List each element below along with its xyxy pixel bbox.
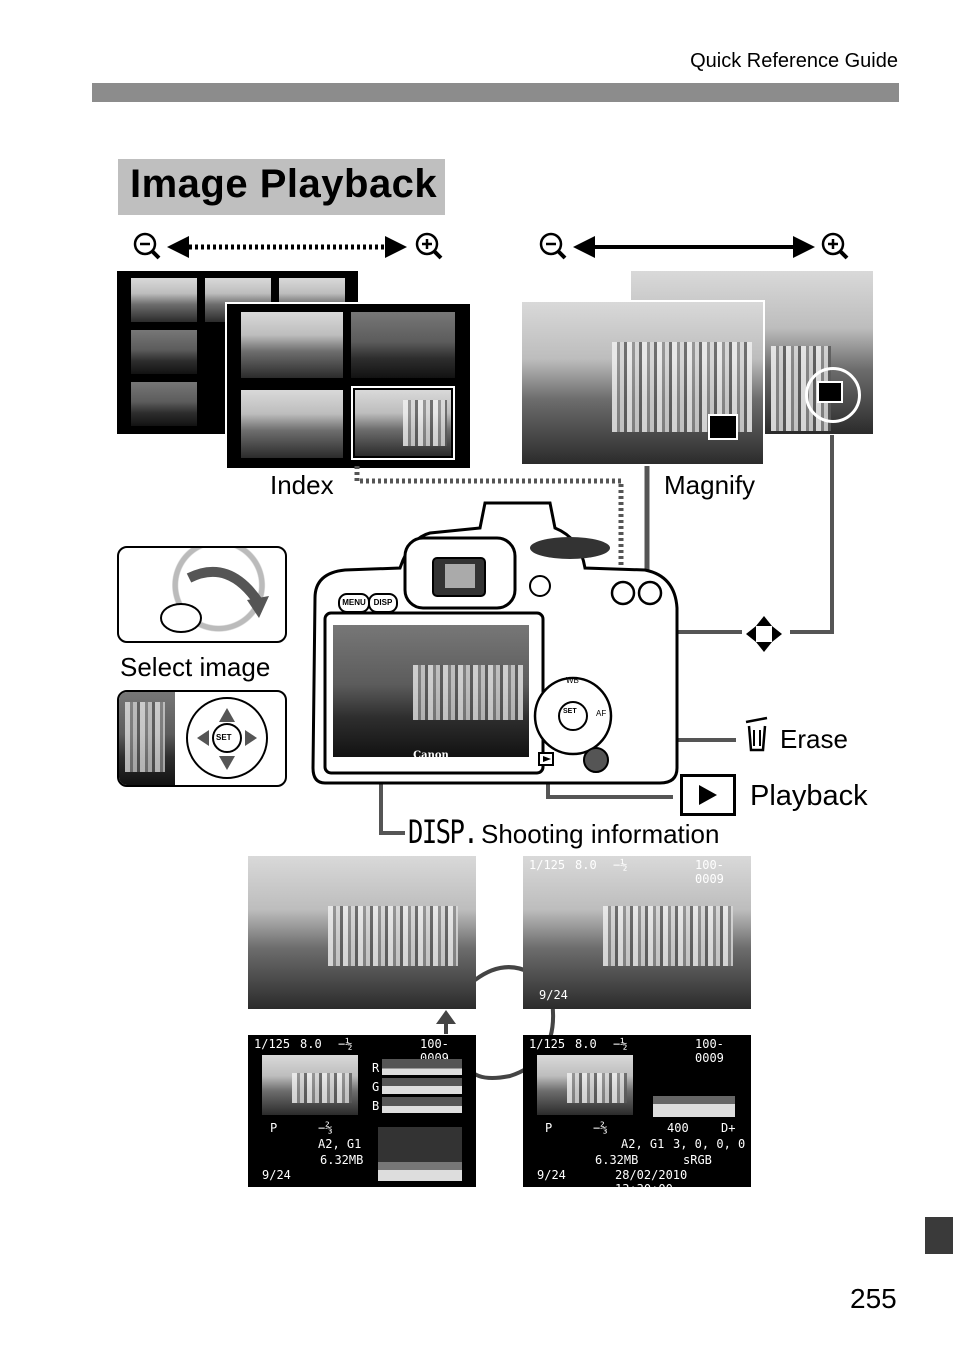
page-number: 255 (850, 1283, 897, 1314)
iso-value: 400 (667, 1121, 689, 1135)
shutter-value: 1/125 (529, 1037, 566, 1051)
screen-no-info (248, 856, 476, 1009)
picture-style: 3, 0, 0, 0 (673, 1137, 746, 1151)
color-space: sRGB (683, 1153, 712, 1167)
screen-basic-info: 1/125 8.0 −½ 100-0009 9/24 (523, 856, 751, 1009)
magnify-position-indicator (805, 367, 861, 423)
red-histogram (382, 1059, 462, 1075)
folder-file: 100-0009 (695, 858, 724, 886)
file-size: 6.32MB (320, 1153, 364, 1167)
index-zoom-arrow (133, 232, 443, 260)
af-key-label: AF (596, 709, 607, 718)
frame-count: 9/24 (262, 1168, 291, 1182)
highlight-tone: D+ (721, 1121, 736, 1135)
wb-shift: A2, G1 (621, 1137, 665, 1151)
magnify-plus-icon (821, 232, 849, 260)
label-select-image: Select image (120, 652, 271, 682)
label-shooting-info: Shooting information (481, 819, 720, 849)
magnify-minus-icon (133, 232, 161, 260)
file-size: 6.32MB (595, 1153, 639, 1167)
frame-count: 9/24 (537, 1168, 566, 1182)
cross-keys-icon (746, 616, 782, 652)
magnify-minus-icon (539, 232, 567, 260)
cross-keys-illustration: SET (117, 690, 287, 787)
wb-key-label: WB (566, 676, 579, 685)
date-time: 28/02/2010 13:30:00 (615, 1168, 688, 1196)
index-4-grid (225, 302, 472, 470)
screen-histogram-info: 1/125 8.0 −½ 100-0009 R G B P −⅔ A2, G1 … (248, 1035, 476, 1187)
exposure-comp: −½ (338, 1037, 353, 1051)
folder-file: 100-0009 (695, 1037, 724, 1065)
frame-count: 9/24 (539, 988, 568, 1002)
brightness-histogram (653, 1065, 735, 1117)
camera-brand: Canon (413, 750, 449, 761)
flash-comp: −⅔ (318, 1121, 333, 1135)
exposure-comp: −½ (613, 1037, 628, 1051)
label-playback: Playback (750, 780, 868, 812)
screen-full-info: 1/125 8.0 −½ 100-0009 P −⅔ 400 D+ A2, G1… (523, 1035, 751, 1196)
shutter-value: 1/125 (254, 1037, 291, 1051)
section-title-box (118, 159, 445, 215)
blue-histogram (382, 1097, 462, 1113)
trash-icon (745, 716, 768, 752)
wb-shift: A2, G1 (318, 1137, 362, 1151)
section-title: Image Playback (130, 162, 438, 206)
shooting-mode: P (270, 1121, 278, 1135)
disp-button[interactable]: DISP (368, 593, 398, 613)
set-button[interactable]: SET (563, 708, 577, 715)
set-label: SET (216, 733, 232, 742)
aperture-value: 8.0 (575, 1037, 597, 1051)
g-label: G (372, 1080, 380, 1094)
header-bar (92, 83, 899, 102)
magnify-zoom-arrow (539, 232, 849, 260)
label-erase: Erase (780, 724, 848, 754)
disp-logo: DISP. (408, 813, 479, 851)
main-dial-illustration (117, 546, 287, 643)
lcd-screen: Canon (333, 625, 529, 761)
menu-button[interactable]: MENU (338, 593, 370, 613)
r-label: R (372, 1061, 380, 1075)
b-label: B (372, 1099, 380, 1113)
label-magnify: Magnify (664, 470, 756, 500)
flash-comp: −⅔ (593, 1121, 608, 1135)
section-tab (925, 1217, 953, 1254)
aperture-value: 8.0 (300, 1037, 322, 1051)
green-histogram (382, 1078, 462, 1094)
magnify-plus-icon (415, 232, 443, 260)
playback-button-icon (680, 774, 736, 816)
brightness-histogram (378, 1127, 462, 1181)
shooting-mode: P (545, 1121, 553, 1135)
shutter-value: 1/125 (529, 858, 566, 872)
single-image-view (520, 300, 765, 466)
label-index: Index (270, 470, 334, 500)
exposure-comp: −½ (613, 858, 628, 872)
aperture-value: 8.0 (575, 858, 597, 872)
guide-title: Quick Reference Guide (690, 50, 898, 72)
